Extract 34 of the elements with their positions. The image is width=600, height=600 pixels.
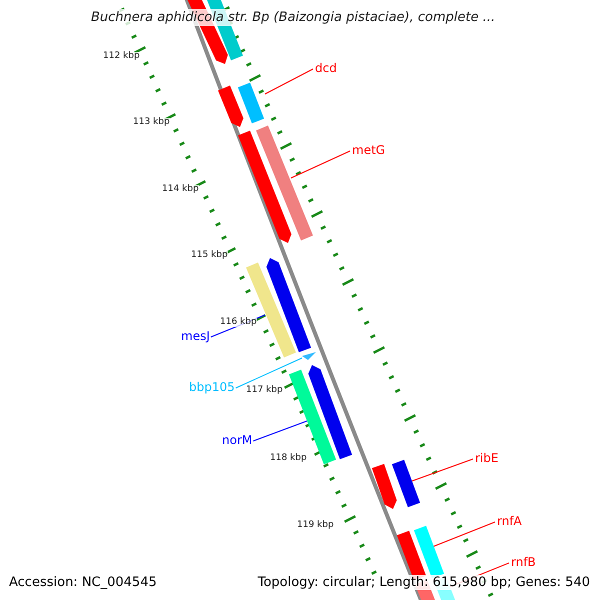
scale-label: 114 kbp xyxy=(162,185,199,194)
leader-line xyxy=(432,522,496,548)
gene-label: bbp105 xyxy=(189,381,235,393)
gene-bar xyxy=(238,82,264,124)
gene-label: ribE xyxy=(475,452,498,464)
scale-label: 113 kbp xyxy=(133,118,170,127)
leader-line xyxy=(264,68,314,94)
gene-bar xyxy=(288,370,336,464)
gene-bar xyxy=(308,365,352,460)
gene-bar xyxy=(256,126,313,240)
leader-line xyxy=(290,150,350,178)
scale-label: 119 kbp xyxy=(297,521,334,530)
leader-line xyxy=(252,420,308,442)
scale-label: 112 kbp xyxy=(103,52,140,61)
gene-marker xyxy=(302,352,316,360)
gene-label: mesJ xyxy=(181,330,210,342)
sequence-summary: Topology: circular; Length: 615,980 bp; Genes: 540 xyxy=(256,575,592,590)
gene-bar xyxy=(218,86,244,127)
scale-label: 116 kbp xyxy=(220,318,257,327)
gene-label: rnfB xyxy=(511,556,536,568)
gene-label: metG xyxy=(352,144,386,156)
scale-label: 117 kbp xyxy=(246,386,283,395)
accession-note: Accession: NC_004545 xyxy=(7,575,159,590)
gene-label: norM xyxy=(222,434,252,446)
scale-label: 115 kbp xyxy=(191,251,228,260)
gene-bar xyxy=(372,464,397,509)
leader-line xyxy=(412,458,474,482)
gene-bar xyxy=(238,130,292,243)
gene-label: dcd xyxy=(315,62,337,74)
gene-bar xyxy=(392,460,420,508)
gene-label: rnfA xyxy=(497,515,522,527)
leader-line xyxy=(235,358,302,388)
gene-bar xyxy=(266,258,312,352)
scale-label: 118 kbp xyxy=(270,454,307,463)
